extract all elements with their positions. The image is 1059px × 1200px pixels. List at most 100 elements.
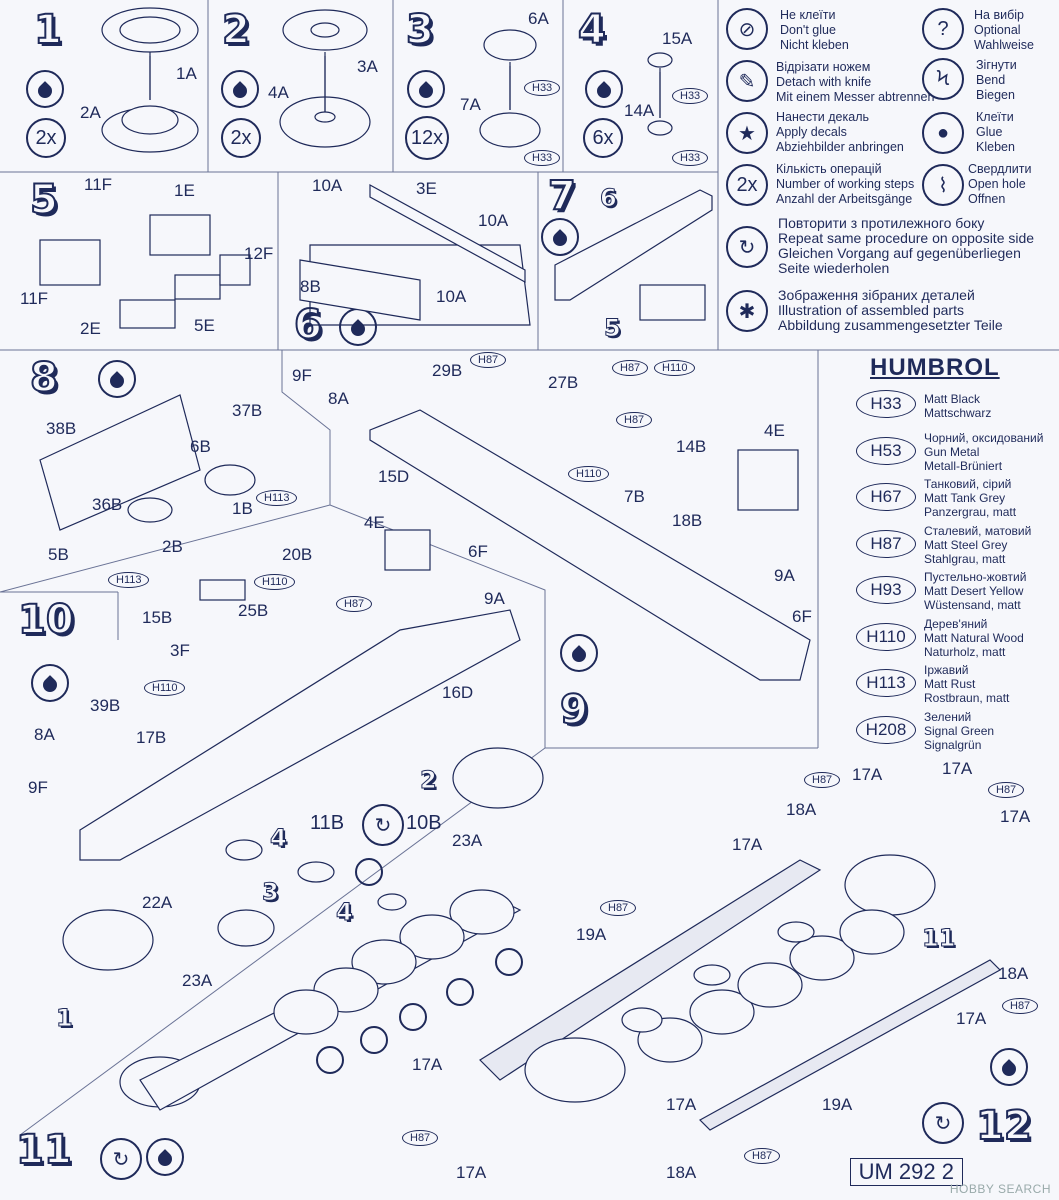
part-label: 36B: [92, 495, 123, 514]
step-ref-2: 2: [420, 766, 438, 794]
part-label: 6F: [468, 542, 488, 561]
part-label: 3A: [357, 57, 378, 76]
legend-line: На вибір: [974, 8, 1024, 22]
color-line: Rostbraun, matt: [924, 691, 1010, 705]
legend-line: Biegen: [976, 88, 1015, 102]
part-label: 15A: [662, 29, 693, 48]
step-number-12: 12: [975, 1103, 1033, 1149]
part-label: 8A: [34, 725, 55, 744]
paint-callout: H33: [524, 80, 561, 96]
step-number-7: 7: [547, 173, 577, 219]
glue-icon: [221, 70, 259, 108]
part-label: 17A: [456, 1163, 487, 1182]
legend-line: Seite wiederholen: [778, 260, 890, 276]
step-number-10: 10: [17, 597, 75, 643]
legend-line: Repeat same procedure on opposite side: [778, 230, 1035, 246]
color-line: Танковий, сірий: [924, 477, 1012, 491]
part-label: 4E: [364, 513, 385, 532]
part-label: 7B: [624, 487, 645, 506]
paint-callout: H87: [470, 352, 507, 368]
part-label: 20B: [282, 545, 313, 564]
legend-line: Illustration of assembled parts: [778, 302, 964, 318]
legend-line: Anzahl der Arbeitsgänge: [776, 192, 913, 206]
part-label: 11B: [310, 812, 345, 834]
part-label: 14B: [676, 437, 707, 456]
part-label: 9A: [774, 566, 795, 585]
part-label: 17A: [942, 759, 973, 778]
step-number-8: 8: [29, 355, 59, 401]
color-line: Зелений: [924, 709, 972, 724]
glue-icon: [98, 360, 136, 398]
legend-line: Gleichen Vorgang auf gegenüberliegen: [778, 245, 1021, 261]
part-label: 1A: [176, 64, 197, 83]
part-label: 6B: [190, 437, 211, 456]
step-ref-4b: 4: [336, 898, 354, 926]
color-code: H33: [856, 390, 916, 418]
part-label: 10B: [406, 812, 442, 834]
glue-icon: [560, 634, 598, 672]
paint-callout: H33: [672, 150, 709, 166]
color-line: Чорний, оксидований: [924, 430, 1044, 445]
step-ref-1: 1: [56, 1004, 74, 1032]
repeat-icon: ↻: [922, 1102, 964, 1144]
color-line: Wüstensand, matt: [924, 598, 1021, 612]
color-line: Stahlgrau, matt: [924, 551, 1006, 566]
part-label: 17A: [1000, 807, 1031, 826]
watermark: HOBBY SEARCH: [949, 1182, 1051, 1196]
step-ref-4a: 4: [270, 824, 288, 852]
part-label: 27B: [548, 373, 579, 392]
color-line: Сталевий, матовий: [924, 523, 1032, 538]
part-label: 19A: [822, 1095, 853, 1114]
part-label: 11F: [20, 289, 49, 308]
part-label: 15D: [378, 467, 410, 486]
part-label: 17B: [136, 728, 167, 747]
optional-icon: ?: [922, 8, 964, 50]
paint-callout: H87: [612, 360, 649, 376]
part-label: 4E: [764, 421, 785, 440]
color-code: H110: [856, 622, 916, 651]
step-number-9: 9: [559, 687, 589, 733]
part-label: 38B: [46, 419, 77, 438]
color-code: H208: [856, 715, 916, 744]
color-code: H113: [856, 669, 916, 697]
part-label: 39B: [90, 696, 121, 715]
color-line: Signalgrün: [924, 737, 982, 752]
color-line: Matt Black: [924, 392, 981, 406]
part-label: 3E: [416, 179, 437, 198]
part-label: 18A: [998, 964, 1029, 983]
color-line: Дерев'яний: [924, 616, 988, 631]
part-label: 3F: [170, 641, 190, 660]
part-label: 5B: [48, 545, 69, 564]
part-label: 9A: [484, 589, 505, 608]
paint-callout: H87: [988, 782, 1025, 798]
color-line: Matt Natural Wood: [924, 630, 1024, 645]
legend-line: Mit einem Messer abtrennen: [776, 90, 935, 104]
part-label: 9F: [28, 778, 48, 797]
legend-line: Не клеїти: [780, 8, 836, 22]
part-label: 10A: [312, 176, 343, 195]
part-label: 17A: [852, 765, 883, 784]
paint-callout: H33: [524, 150, 561, 166]
legend-line: Abbildung zusammengesetzter Teile: [778, 317, 1003, 333]
part-label: 29B: [432, 361, 463, 380]
legend-line: Зображення зібраних деталей: [778, 287, 975, 303]
step-ref-11: 11: [921, 924, 956, 952]
legend-line: Kleben: [976, 140, 1015, 154]
legend-line: Wahlweise: [974, 38, 1034, 52]
color-line: Пустельно-жовтий: [924, 570, 1027, 584]
color-line: Signal Green: [924, 723, 995, 738]
color-line: Matt Tank Grey: [924, 491, 1006, 505]
repeat-icon: ↻: [726, 226, 768, 268]
part-label: 6F: [792, 607, 812, 626]
step-number-4: 4: [577, 7, 607, 53]
count-badge: 2x: [221, 118, 261, 158]
part-label: 9F: [292, 366, 312, 385]
part-label: 17A: [666, 1095, 697, 1114]
